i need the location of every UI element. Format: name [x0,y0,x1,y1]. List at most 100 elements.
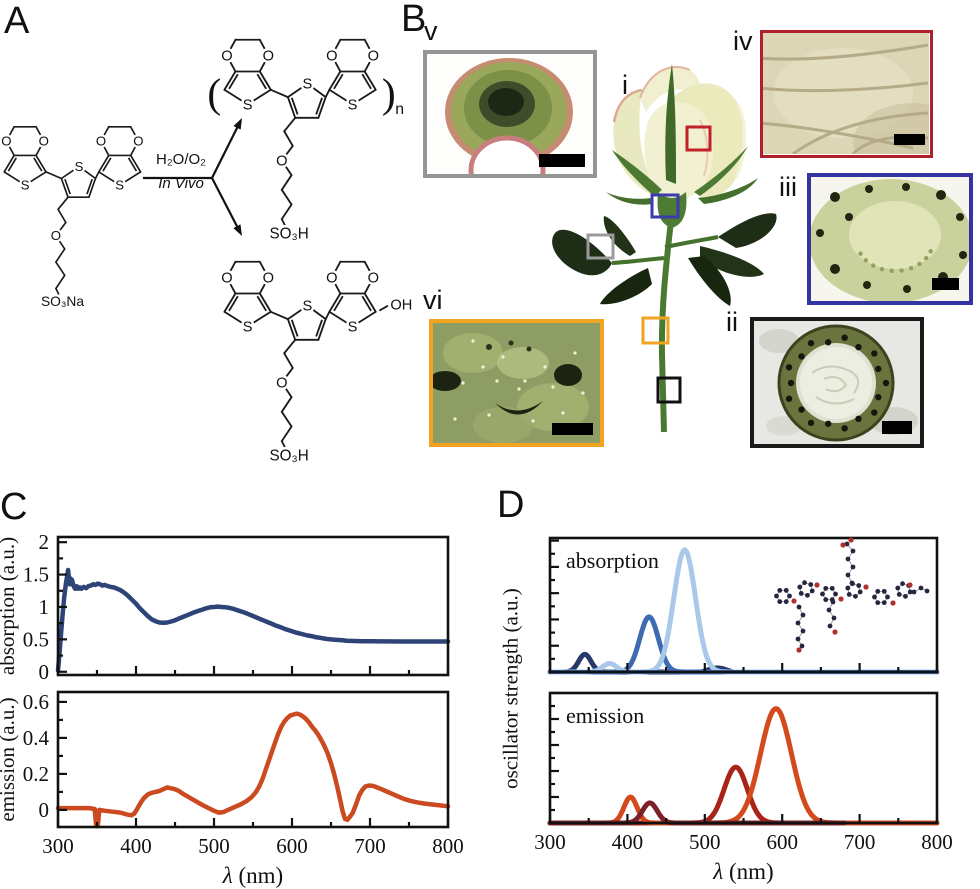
rose-leaves [552,213,777,306]
c-absorption-ylabel: absorption (a.u.) [0,537,19,675]
c-emission-xtick-label: 800 [432,834,464,858]
d-emission-xtick-label: 600 [766,830,798,854]
polymer-bracket-close: ) [382,70,396,117]
inset-vi-micrograph [429,319,604,447]
d-absorption-annotation: absorption [566,548,659,573]
inset-vi-image [433,323,600,443]
panel-d-letter: D [497,484,525,526]
d-emission-xtick-label: 500 [689,830,721,854]
c-emission-xlabel: λ (nm) [222,863,283,888]
d-emission-xtick-label: 300 [534,830,566,854]
inset-label-ii: ii [726,307,738,337]
trimer-3d-molecule-inset [774,537,930,653]
atom-label: S [243,319,253,335]
atom-label: O [276,153,287,169]
c-absorption-ytick-label: 0.5 [23,627,49,651]
rose-branch-right [664,235,719,249]
panel-a-letter: A [4,0,30,42]
atom-label: S [348,97,358,113]
sampling-site-marker-gray [586,233,615,260]
atom-label: S [115,178,124,193]
d-emission-annotation: emission [566,703,644,728]
c-absorption-series-ete-s-absorption [55,567,451,673]
sampling-site-marker-black [656,376,682,404]
scale-bar [882,421,912,434]
c-absorption-frame [56,535,450,677]
c-emission-xtick-label: 400 [120,834,152,858]
atom-label: O [221,49,232,65]
sampling-site-markers [586,125,712,404]
inset-iv-image [763,33,929,154]
panel-c-letter: C [0,486,28,528]
c-emission-ytick-label: 0.6 [23,690,49,714]
c-emission-xtick-label: 700 [354,834,386,858]
inset-label-v: v [424,16,438,46]
sampling-site-marker-red [685,125,712,152]
scale-bar [894,134,925,145]
inset-v-micrograph [423,50,597,178]
side-chain-terminal-label: SO₃Na [41,294,84,309]
sampling-site-marker-blue [650,193,680,219]
c-emission-xtick-label: 500 [198,834,230,858]
atom-label: S [303,299,313,315]
atom-label: O [368,271,379,287]
rose-branch-left [611,256,665,265]
atom-label: S [303,77,313,93]
polymer-subscript-n: n [395,101,404,118]
hydroxyl-label: OH [390,297,412,313]
sampling-site-marker-orange [641,316,670,345]
inset-iii-image [811,177,969,301]
atom-label: O [133,134,143,149]
panel-b-letter: B [401,0,427,40]
inset-iv-micrograph [760,30,933,158]
reagent-label: H₂O/O₂ [156,151,206,168]
rose-plant [552,64,777,433]
c-emission-ylabel: emission (a.u.) [0,697,19,821]
atom-label: O [221,271,232,287]
scale-bar [539,154,585,167]
atom-label: O [1,134,11,149]
c-emission-frame [56,690,450,829]
inset-iii-micrograph [807,173,973,305]
atom-label: O [368,49,379,65]
inset-label-iii: iii [779,172,797,202]
polymer-bracket-open: ( [207,70,221,117]
c-emission-xtick-label: 300 [42,834,74,858]
c-emission-ytick-label: 0.4 [23,726,50,750]
plant-label-i: i [622,70,628,100]
d-emission-xlabel: λ (nm) [712,859,773,884]
inset-label-iv: iv [733,26,753,56]
c-emission-ytick-label: 0 [39,798,50,822]
panel-d-ylabel: oscillator strength (a.u.) [498,588,523,789]
inset-ii-micrograph [750,317,924,448]
d-emission-xtick-label: 800 [921,830,953,854]
atom-label: O [51,228,61,243]
scale-bar [552,423,593,435]
atom-label: S [21,178,30,193]
c-absorption-ytick-label: 1 [39,595,50,619]
c-emission-series-ete-s-emission [55,711,451,829]
c-emission-xtick-label: 600 [276,834,308,858]
c-absorption-ytick-label: 1.5 [23,563,49,587]
c-absorption-ytick-label: 2 [39,530,50,554]
atom-label: O [96,134,106,149]
side-chain-terminal-label: SO₃H [269,226,308,243]
c-emission-ytick-label: 0.2 [23,762,49,786]
atom-label: O [263,49,274,65]
atom-label: O [39,134,49,149]
scale-bar [932,278,959,290]
inset-v-image [427,54,593,174]
rose-flower [612,66,747,202]
d-emission-series-maroon [547,800,847,826]
atom-label: S [243,97,253,113]
atom-label: S [75,159,84,174]
d-absorption-chart: absorption [547,536,940,675]
reaction-condition-label: In Vivo [158,175,204,192]
side-chain-terminal-label: SO₃H [269,448,308,465]
